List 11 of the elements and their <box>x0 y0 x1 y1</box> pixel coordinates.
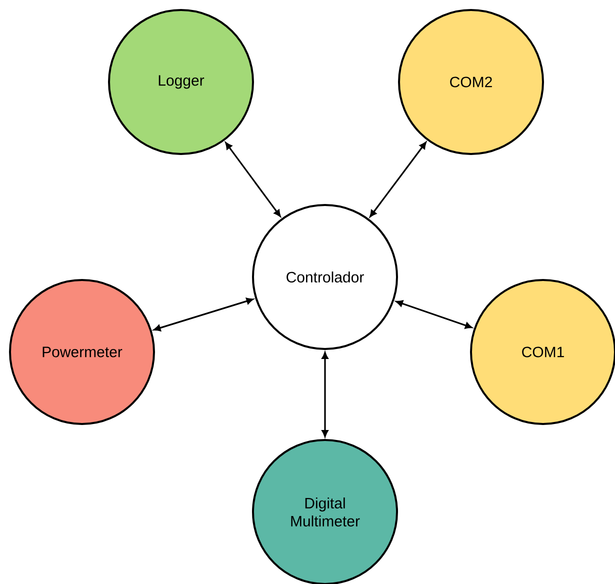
circle-node: COM1 <box>470 279 615 425</box>
circle-node: Digital Multimeter <box>252 439 398 584</box>
arrow <box>154 298 254 332</box>
arrow <box>225 142 281 217</box>
arrow <box>370 142 426 218</box>
circle-node: COM2 <box>398 9 544 155</box>
arrow <box>396 300 472 329</box>
circle-node: Powermeter <box>9 279 155 425</box>
circle-node: Logger <box>108 9 254 155</box>
circle-node: Controlador <box>252 204 398 350</box>
arrow <box>322 352 328 437</box>
